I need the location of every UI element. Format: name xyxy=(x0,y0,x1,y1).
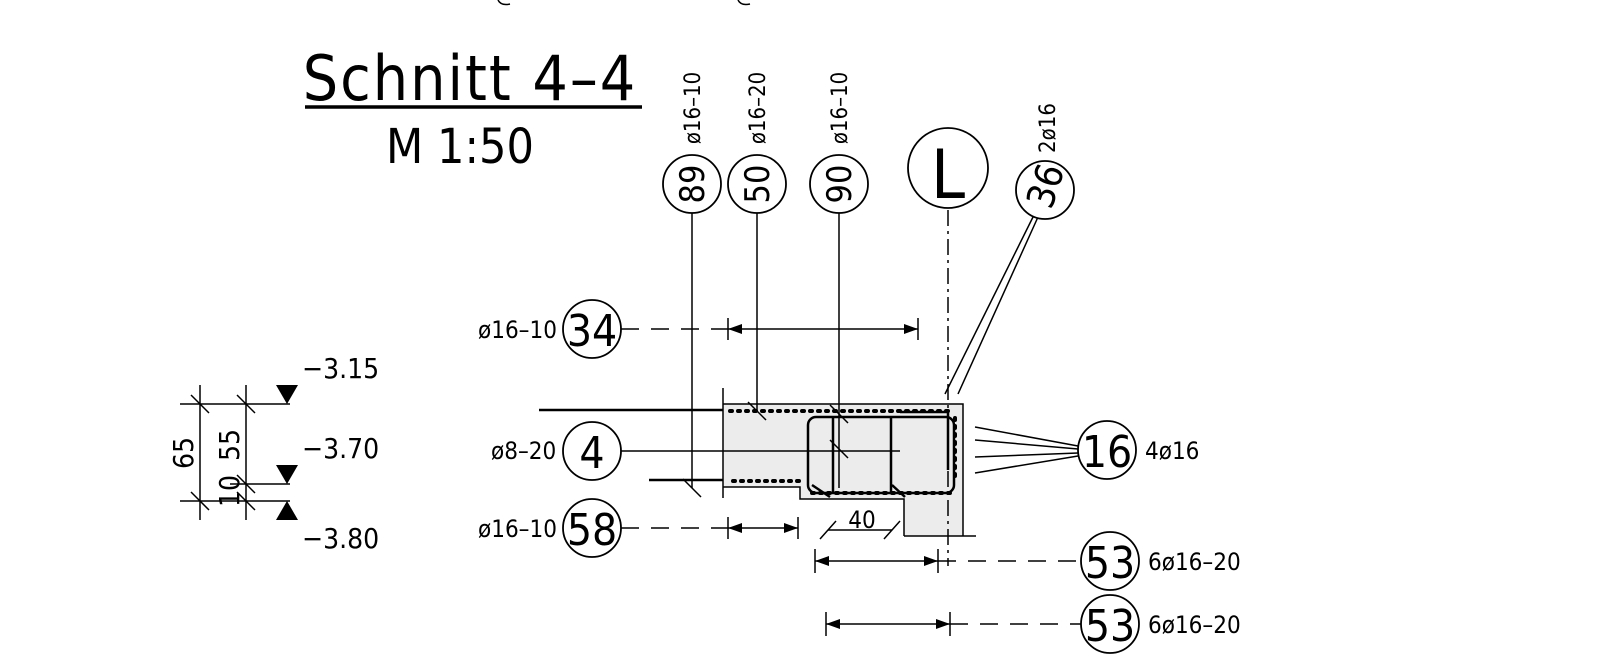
dim-bottom-width: 40 xyxy=(819,506,901,540)
title-block: Schnitt 4–4 M 1:50 xyxy=(303,42,642,175)
level-marker-mid xyxy=(276,465,298,484)
marker-4-number: 4 xyxy=(579,428,604,479)
marker-58-spec: ø16–10 xyxy=(478,515,557,543)
axis-line: L xyxy=(907,127,989,566)
marker-58: ø16–10 58 xyxy=(478,498,799,558)
marker-34-spec: ø16–10 xyxy=(478,316,557,344)
dim-bottom-width-label: 40 xyxy=(848,506,875,534)
level-mid: −3.70 xyxy=(302,432,379,465)
concrete-section xyxy=(539,388,976,537)
marker-36: 36 2ø16 xyxy=(944,103,1075,395)
marker-89-spec: ø16–10 xyxy=(681,72,706,144)
marker-53-lower-spec: 6ø16–20 xyxy=(1148,611,1241,639)
marker-50: 50 ø16–20 xyxy=(727,72,787,421)
marker-4: ø8–20 4 xyxy=(491,421,900,481)
marker-58-number: 58 xyxy=(567,505,617,556)
level-marker-top xyxy=(276,385,298,404)
marker-53-lower-number: 53 xyxy=(1085,601,1135,652)
level-marker-bottom xyxy=(276,501,298,520)
marker-89: 89 ø16–10 xyxy=(662,72,722,498)
marker-16-spec: 4ø16 xyxy=(1145,437,1199,465)
marker-53-upper-spec: 6ø16–20 xyxy=(1148,548,1241,576)
axis-marker-circle xyxy=(907,127,989,209)
level-top: −3.15 xyxy=(302,352,379,385)
section-title: Schnitt 4–4 xyxy=(303,42,638,115)
marker-90: 90 ø16–10 xyxy=(809,72,869,488)
dim-upper: 55 xyxy=(213,429,246,461)
scale-label: M 1:50 xyxy=(386,119,534,175)
dim-lower: 10 xyxy=(213,475,246,507)
axis-marker-label: L xyxy=(931,136,965,215)
dim-total: 65 xyxy=(167,437,200,469)
marker-50-spec: ø16–20 xyxy=(746,72,771,144)
marker-16: 16 4ø16 xyxy=(974,420,1199,480)
level-bottom: −3.80 xyxy=(302,522,379,555)
marker-36-spec: 2ø16 xyxy=(1036,103,1061,153)
clipped-top-symbols xyxy=(497,0,751,6)
marker-4-spec: ø8–20 xyxy=(491,437,556,465)
marker-34: ø16–10 34 xyxy=(478,299,919,359)
marker-16-number: 16 xyxy=(1082,427,1132,478)
marker-89-number: 89 xyxy=(673,165,713,204)
marker-50-number: 50 xyxy=(738,165,778,204)
marker-53-lower: 53 6ø16–20 xyxy=(825,594,1241,654)
marker-53-upper-number: 53 xyxy=(1085,538,1135,589)
marker-34-number: 34 xyxy=(567,306,617,357)
level-dimensions: −3.15 −3.70 −3.80 65 55 10 xyxy=(167,352,379,555)
marker-90-number: 90 xyxy=(820,165,860,204)
marker-90-spec: ø16–10 xyxy=(828,72,853,144)
marker-53-upper: 53 6ø16–20 xyxy=(814,531,1241,591)
